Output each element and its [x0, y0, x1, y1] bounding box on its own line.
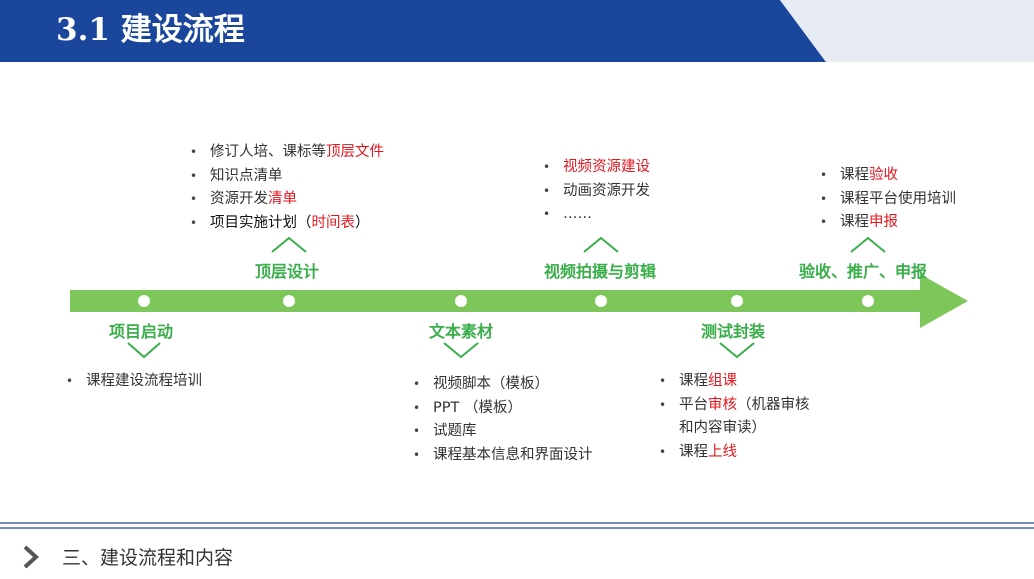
list-item-text: 课程: [840, 167, 869, 183]
list-item: • 知识点清单: [190, 165, 384, 189]
list-item-text: 验收: [869, 167, 898, 183]
stage-label-text-material: 文本素材: [429, 322, 494, 341]
chevron-up-icon: [850, 236, 886, 253]
list-item-text: 平台: [679, 396, 708, 413]
list-item-text: 视频脚本（模板）: [433, 376, 549, 392]
list-item-text: 课程: [840, 214, 869, 230]
bullet-icon: •: [543, 183, 551, 198]
list-item: • 课程基本信息和界面设计: [413, 444, 593, 468]
stage-label-test-package: 测试封装: [701, 322, 766, 341]
list-item: • 试题库: [413, 420, 593, 444]
list-item: • ……: [543, 203, 650, 227]
list-item-text: 知识点清单: [210, 167, 283, 184]
list-item-text: 和内容审读）: [679, 420, 766, 436]
bullet-icon: •: [820, 191, 828, 206]
list-item: • 项目实施计划（时间表）: [190, 212, 384, 236]
footer-divider: [0, 522, 1034, 529]
list-item-text: PPT （模板）: [433, 399, 522, 416]
list-item: • 动画资源开发: [543, 180, 650, 204]
list-item-text: 上线: [708, 443, 737, 460]
header-banner: [0, 0, 1034, 62]
list-item: • 修订人培、课标等顶层文件: [190, 141, 384, 165]
list-item-text: 课程建设流程培训: [86, 373, 202, 389]
stage-list: • 视频脚本（模板） • PPT （模板） • 试题库 • 课程基本信息和界面设计: [413, 373, 593, 467]
list-item-text: ……: [563, 206, 592, 222]
bullet-icon: •: [543, 160, 551, 174]
stage-label-project-start: 项目启动: [109, 322, 174, 341]
list-item: • 视频资源建设: [543, 156, 650, 180]
bullet-icon: •: [820, 168, 828, 182]
bullet-icon: •: [413, 447, 421, 462]
timeline-node-3: [455, 295, 467, 307]
list-item: • 平台审核（机器审核: [659, 394, 810, 418]
list-item: • 课程上线: [659, 441, 810, 465]
list-item-text: 顶层文件: [326, 144, 384, 160]
bullet-icon: •: [190, 168, 198, 183]
bullet-icon: •: [413, 400, 421, 415]
stage-label-top-design: 顶层设计: [255, 262, 320, 281]
list-item-text: 修订人培、课标等: [210, 144, 326, 160]
chevron-right-icon: [23, 545, 39, 569]
list-item-text: 申报: [869, 214, 898, 230]
bullet-icon: •: [413, 377, 421, 391]
stage-label-video-shooting: 视频拍摄与剪辑: [544, 262, 657, 281]
list-item-text: （机器审核: [737, 396, 810, 413]
footer-section-title: 三、建设流程和内容: [62, 547, 234, 569]
stage-list: • 视频资源建设 • 动画资源开发 • ……: [543, 156, 650, 227]
list-item: • 视频脚本（模板）: [413, 373, 593, 397]
chevron-down-icon: [127, 342, 161, 359]
timeline-node-2: [283, 295, 295, 307]
slide-title: 3.1 建设流程: [56, 12, 245, 48]
list-item-text: 视频资源建设: [563, 159, 650, 175]
timeline-node-5: [731, 295, 743, 307]
list-item-text: 审核: [708, 396, 737, 413]
list-item: • PPT （模板）: [413, 397, 593, 421]
chevron-down-icon: [443, 342, 479, 359]
list-item-text: 课程基本信息和界面设计: [433, 446, 593, 463]
list-item-text: 课程: [679, 443, 708, 460]
list-item-text: ）: [355, 214, 370, 231]
list-item-text: 动画资源开发: [563, 182, 650, 199]
list-item-text: 项目实施计划（: [210, 214, 312, 231]
bullet-icon: •: [659, 444, 667, 459]
list-item-text: 试题库: [433, 423, 477, 439]
bullet-icon: •: [190, 215, 198, 230]
list-item-text: 组课: [708, 373, 737, 389]
slide-header: 3.1 建设流程: [0, 0, 1034, 62]
chevron-up-icon: [583, 236, 619, 253]
timeline-node-6: [862, 295, 874, 307]
chevron-up-icon: [271, 236, 307, 253]
bullet-icon: •: [659, 374, 667, 388]
stage-list: •课程组课•平台审核（机器审核和内容审读）•课程上线: [659, 370, 810, 464]
list-item: • 课程申报: [820, 211, 956, 235]
bullet-icon: •: [190, 145, 198, 159]
list-item: • 课程验收: [820, 164, 956, 188]
bullet-icon: •: [659, 397, 667, 412]
timeline-node-4: [595, 295, 607, 307]
list-item-text: 课程平台使用培训: [840, 190, 956, 207]
bullet-icon: •: [413, 424, 421, 438]
list-item-text: 时间表: [311, 214, 356, 231]
stage-list: • 课程建设流程培训: [66, 370, 202, 394]
list-item-text: 资源开发: [210, 191, 268, 207]
list-item: • 课程平台使用培训: [820, 188, 956, 212]
stage-list: •课程验收•课程平台使用培训•课程申报: [820, 164, 956, 235]
bullet-icon: •: [190, 192, 198, 206]
list-item-text: 课程: [679, 373, 708, 389]
stage-label-acceptance: 验收、推广、申报: [799, 262, 928, 281]
list-item-text: 清单: [268, 191, 297, 207]
list-item: 和内容审读）: [659, 417, 810, 441]
chevron-down-icon: [719, 342, 755, 359]
stage-list: • 修订人培、课标等顶层文件 • 知识点清单 • 资源开发清单 • 项目实施计划（时间表）: [190, 141, 384, 235]
bullet-icon: •: [543, 207, 551, 221]
timeline-node-1: [138, 295, 150, 307]
list-item: • 课程组课: [659, 370, 810, 394]
bullet-icon: •: [820, 215, 828, 229]
bullet-icon: •: [66, 374, 74, 388]
list-item: • 资源开发清单: [190, 188, 384, 212]
list-item: • 课程建设流程培训: [66, 370, 202, 394]
